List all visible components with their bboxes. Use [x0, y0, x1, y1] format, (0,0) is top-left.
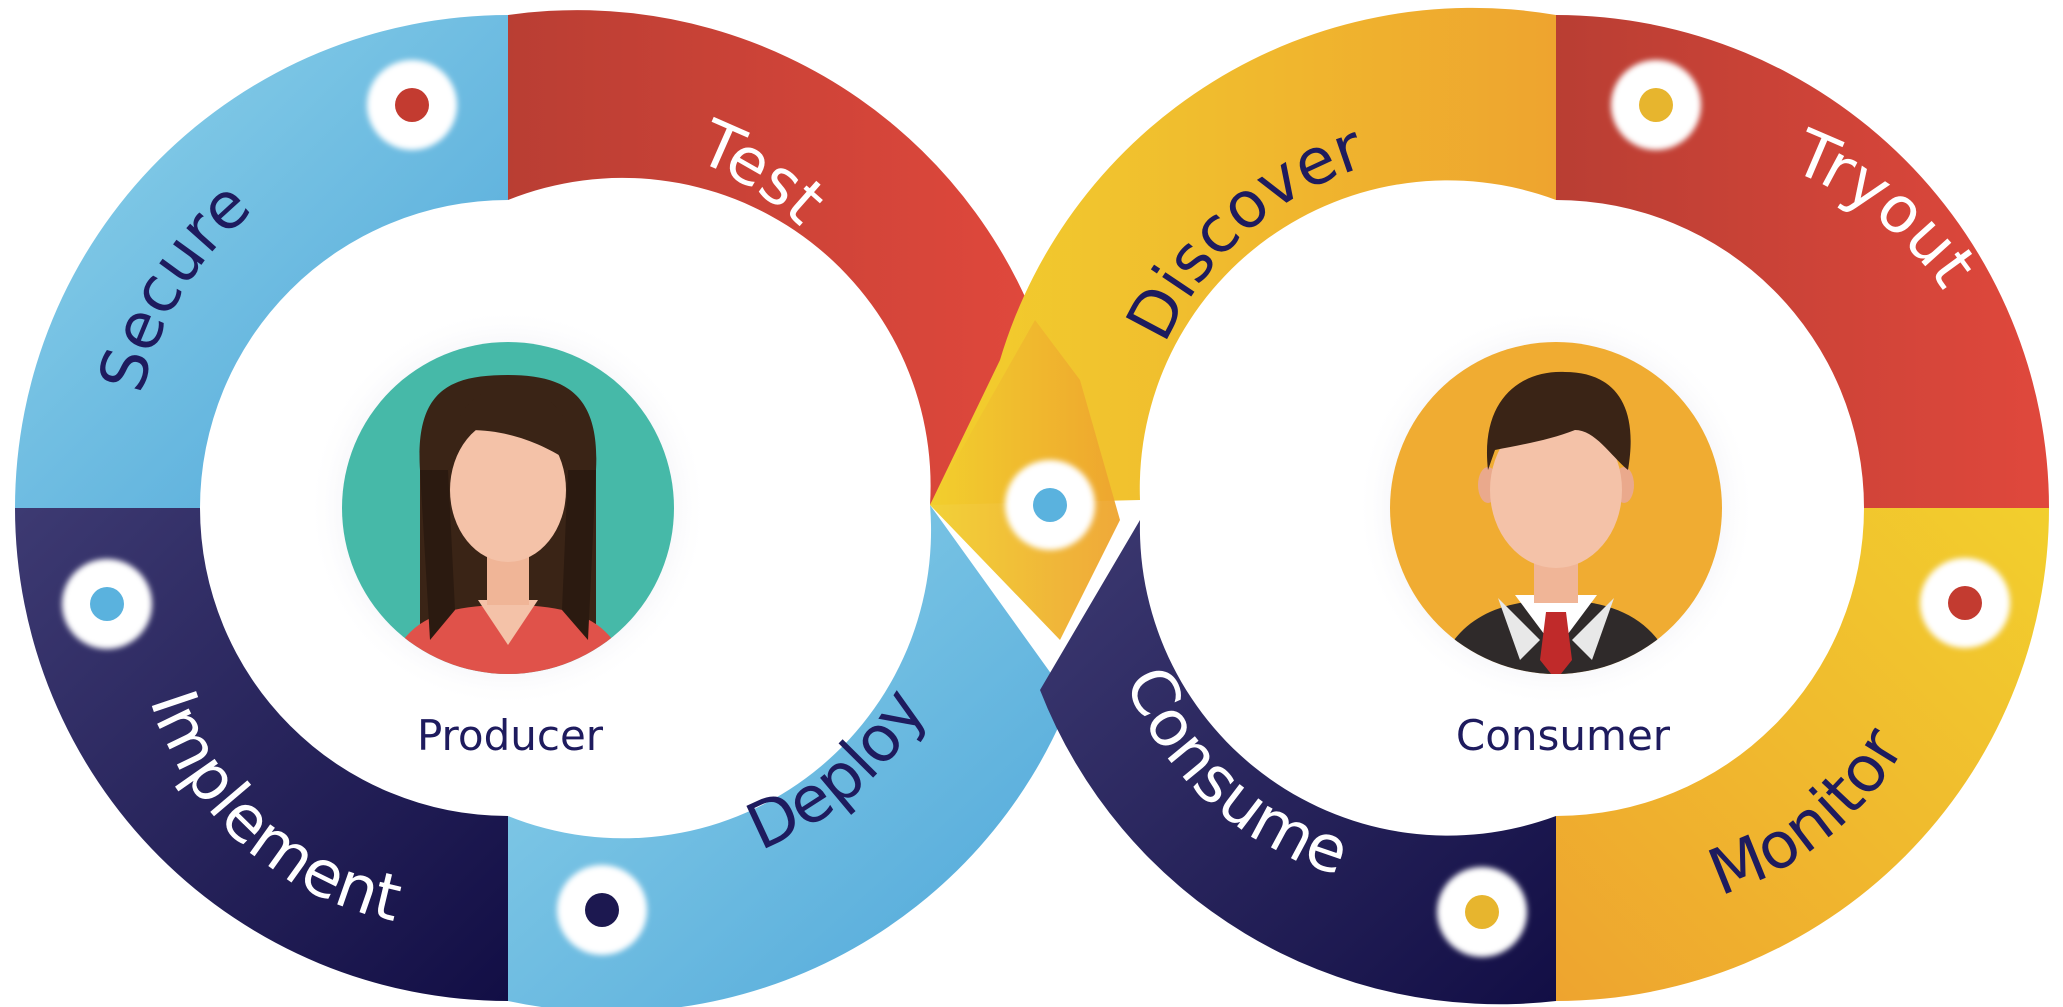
- segment-test-band: [508, 10, 1035, 506]
- segment-monitor-band: [1556, 508, 2049, 1001]
- segment-discover-band: [930, 7, 1556, 506]
- businessman-avatar-icon: [1356, 308, 1756, 708]
- connector-dot-tryout-monitor: [1920, 558, 2010, 648]
- segment-deploy-band: [508, 505, 1070, 1007]
- woman-avatar-icon: [308, 308, 708, 708]
- producer-label: Producer: [417, 711, 604, 760]
- segment-consume-band: [1040, 520, 1556, 1005]
- connector-dot-secure-implement: [62, 559, 152, 649]
- connector-dot-center: [1005, 460, 1095, 550]
- connector-dot-consume-monitor: [1437, 867, 1527, 957]
- consumer-label: Consumer: [1456, 711, 1671, 760]
- connector-dot-secure-test: [367, 60, 457, 150]
- connector-dot-implement-deploy: [557, 865, 647, 955]
- connector-dot-discover-tryout: [1611, 60, 1701, 150]
